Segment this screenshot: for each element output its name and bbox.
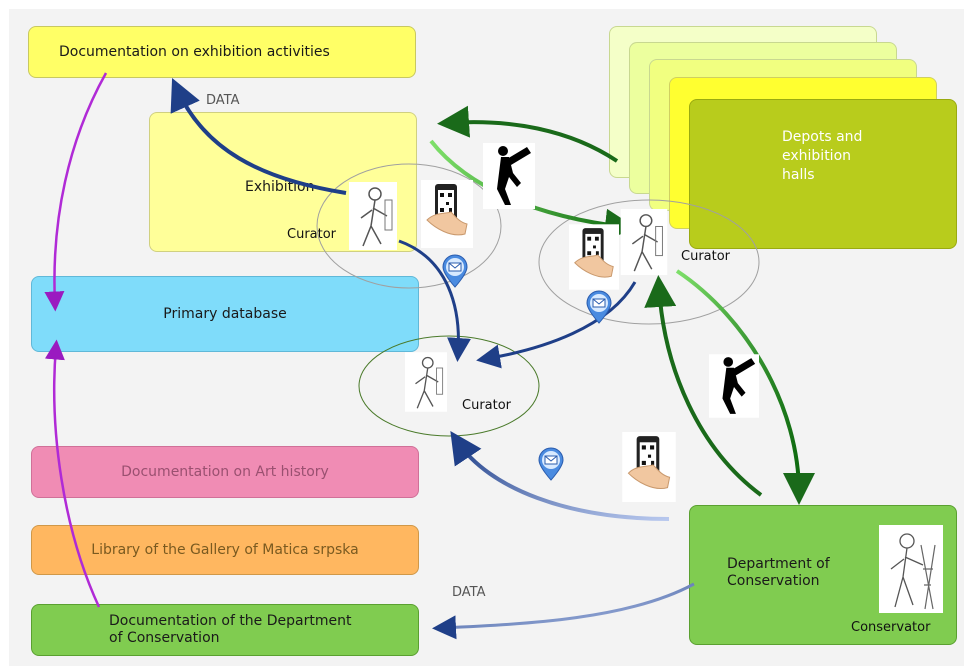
arrow-curator1-to-curator3 [398,239,471,362]
depots-label: Depots and exhibition halls [782,129,863,183]
walking-man-icon [483,143,535,209]
arrow-curator2-to-curator3 [476,281,637,369]
mail-pin-icon [442,254,468,288]
conservator-label: Conservator [851,620,931,635]
art-history-label: Documentation on Art history [121,464,329,480]
curator-label-2: Curator [681,249,731,264]
primary-database-label: Primary database [163,306,287,322]
doc-conservation-label: Documentation of the Department of Conse… [109,613,352,646]
walking-man-icon [709,354,759,418]
primary-database-box: Primary database [31,276,419,352]
arrow-conservation-to-curator3 [450,431,670,521]
mail-pin-icon [538,447,564,481]
arrow-data-to-doc-conservation [432,582,695,640]
phone-qr-icon [421,180,473,248]
curator-sketch-icon [620,209,668,275]
doc-exhibition-box: Documentation on exhibition activities [28,26,416,78]
library-box: Library of the Gallery of Matica srpska [31,525,419,575]
diagram-canvas: Depots and exhibition halls Documentatio… [9,9,964,666]
ellipse-curator-1 [316,163,502,289]
connections-layer [44,72,815,640]
doc-conservation-box: Documentation of the Department of Conse… [31,604,419,656]
arrow-doc-exhibition-to-db [44,72,108,312]
data-label-top: DATA [206,93,240,108]
curator-label-3: Curator [462,398,512,413]
arrow-doc-conservation-to-db [44,339,101,608]
ellipse-curator-2 [538,199,760,325]
conservator-sketch-icon [879,525,943,613]
dept-conservation-label: Department of Conservation [727,556,830,589]
art-history-box: Documentation on Art history [31,446,419,498]
mail-pin-icon [586,290,612,324]
data-label-bottom: DATA [452,585,486,600]
depots-box: Depots and exhibition halls [689,99,957,249]
curator-sketch-icon [349,182,397,250]
arrow-conservation-to-curator2 [644,275,763,497]
library-label: Library of the Gallery of Matica srpska [91,542,359,558]
phone-qr-icon [569,224,619,290]
arrow-data-to-doc-exhibition [170,78,347,195]
curator-label-1: Curator [287,227,337,242]
curator-sketch-icon [405,352,447,412]
arrow-depots-to-exhibition [437,105,619,163]
ellipse-curator-3 [358,335,540,437]
doc-exhibition-label: Documentation on exhibition activities [59,44,330,60]
arrow-curator2-to-conservation [675,269,815,505]
phone-qr-icon [622,432,676,502]
